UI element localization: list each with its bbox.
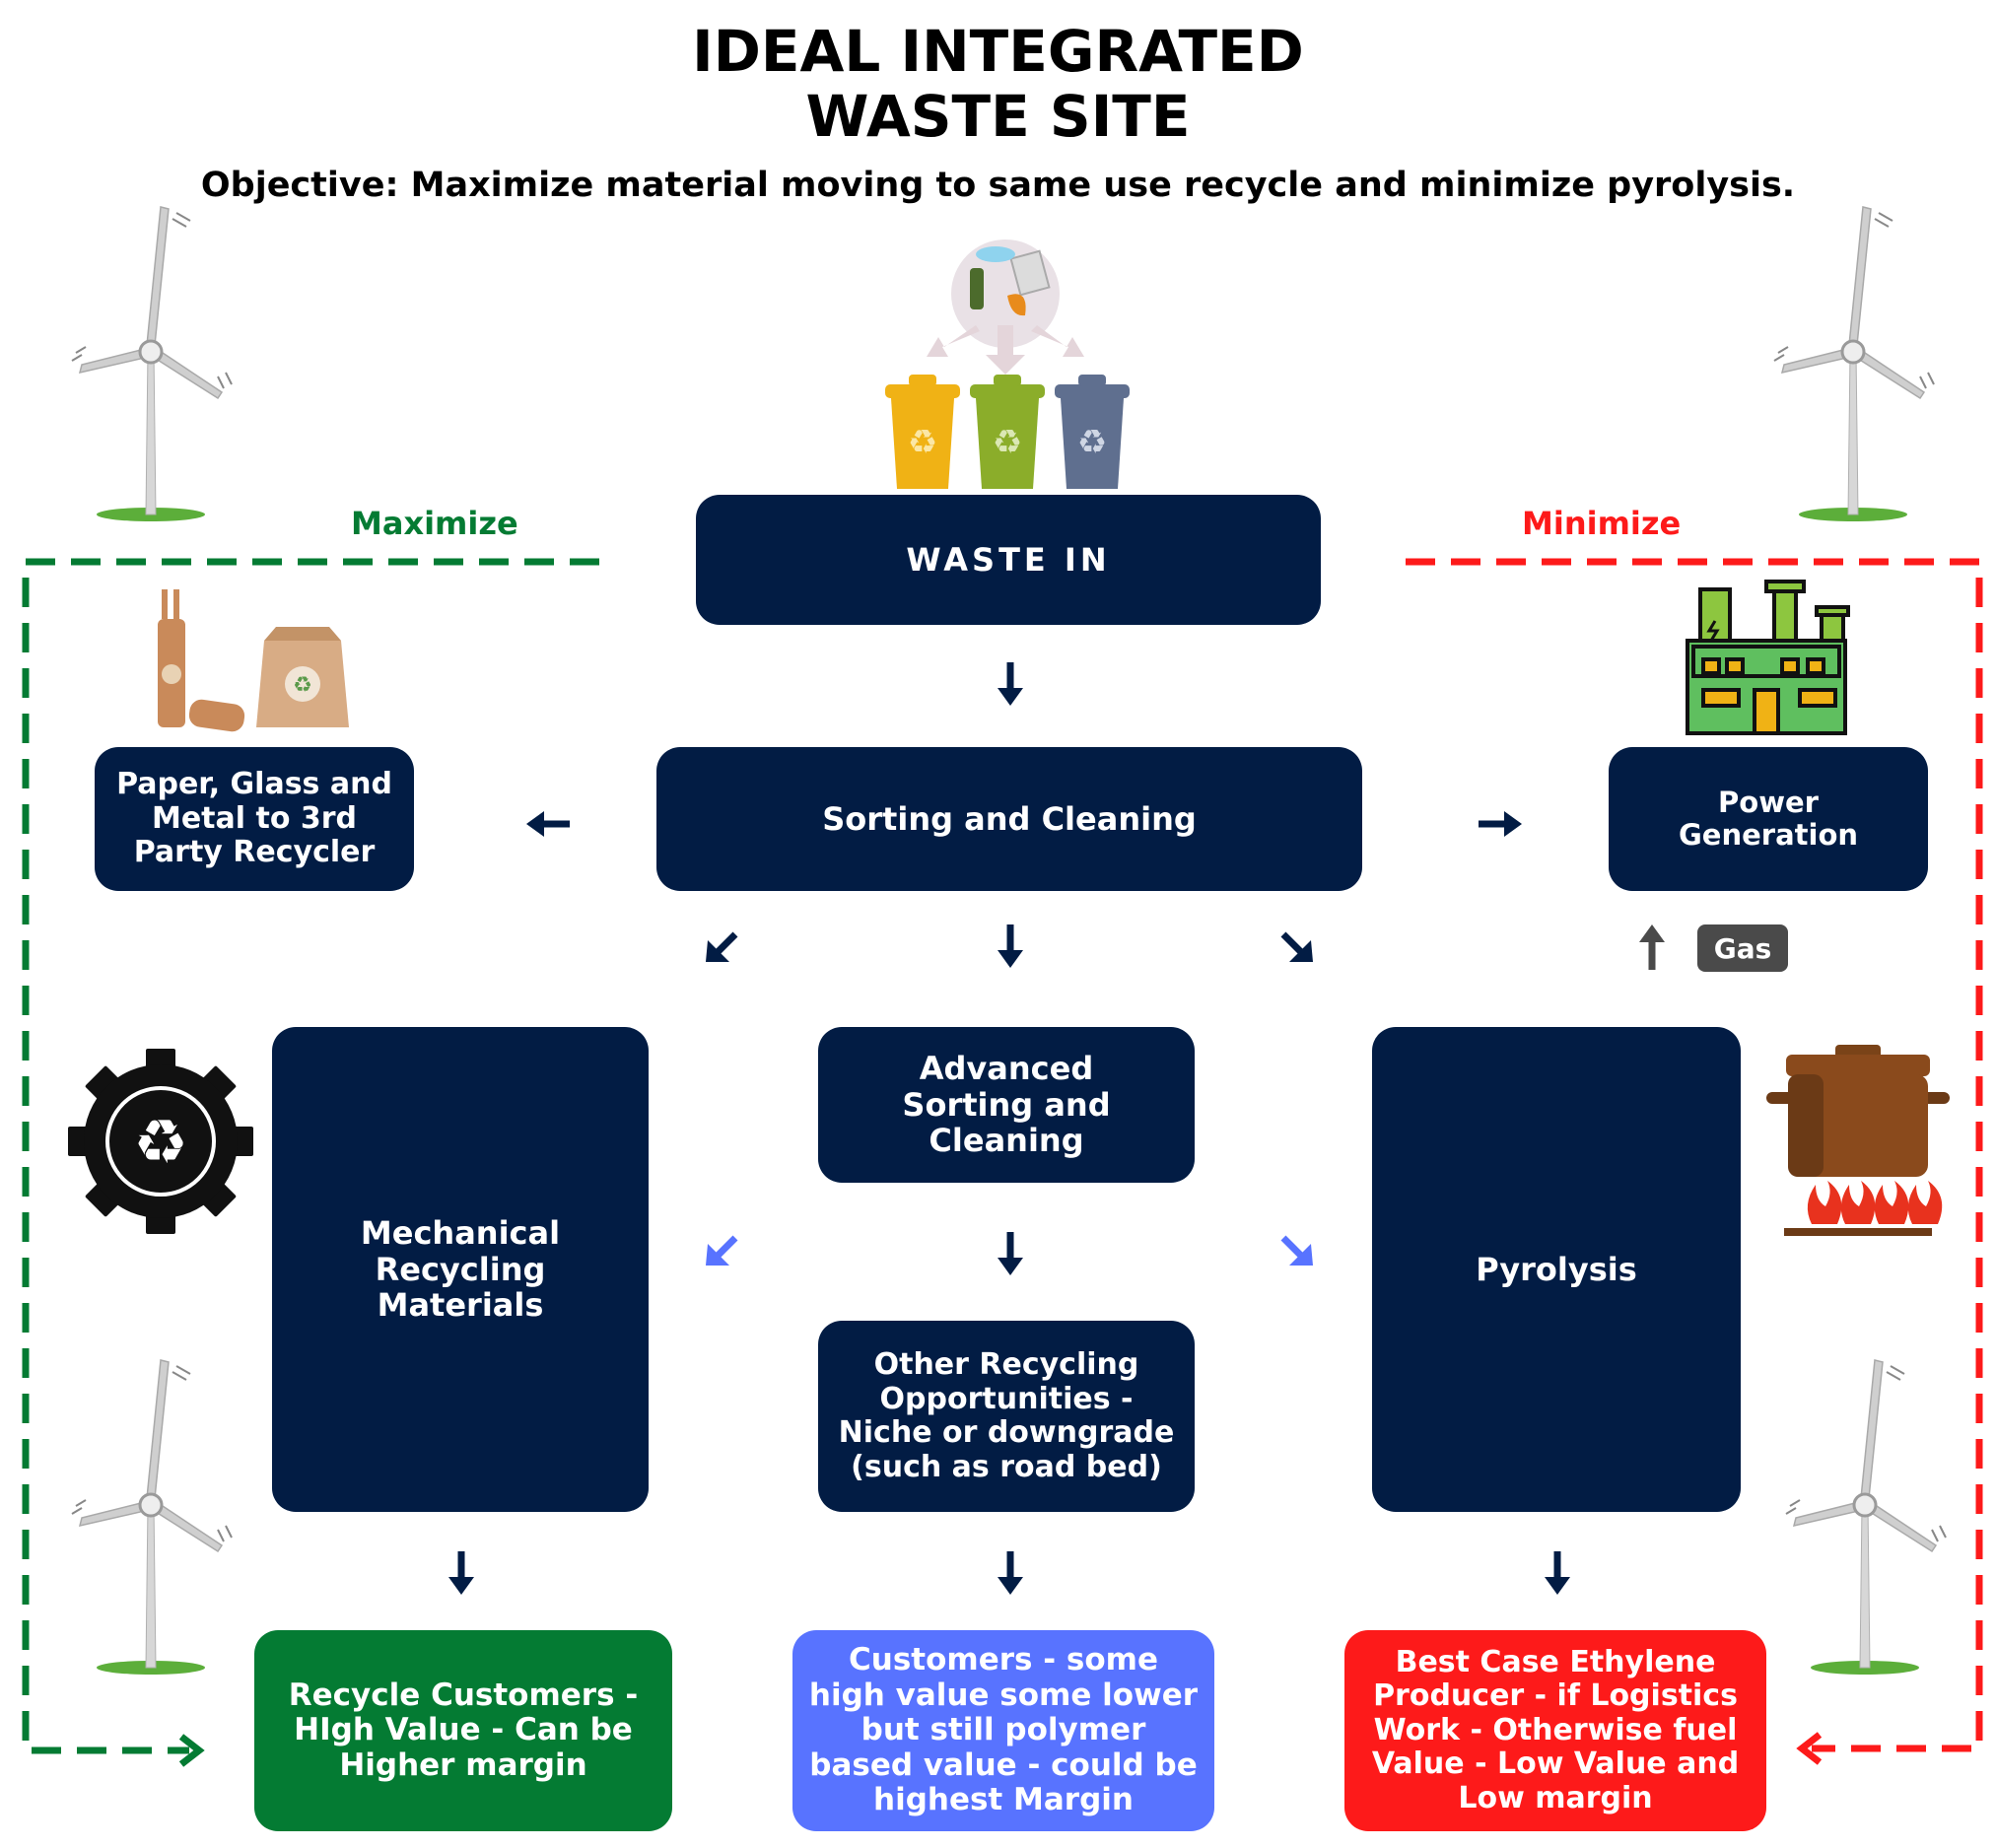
recycle-gear-icon: ♻ [68, 1049, 253, 1234]
customers-box: Customers - some high value some lower b… [792, 1630, 1214, 1831]
svg-text:♻: ♻ [1077, 423, 1107, 462]
third-party-recycler-box: Paper, Glass and Metal to 3rd Party Recy… [95, 747, 414, 891]
svg-text:♻: ♻ [993, 423, 1022, 462]
cooking-pot-icon [1766, 1045, 1950, 1236]
pyrolysis-text: Pyrolysis [1476, 1250, 1637, 1288]
other-recycling-text: Other Recycling Opportunities - Niche or… [838, 1347, 1175, 1484]
svg-text:♻: ♻ [908, 423, 937, 462]
recycle-customers-text: Recycle Customers - HIgh Value - Can be … [288, 1677, 639, 1783]
arrow-sorting-to-advanced [998, 924, 1023, 968]
customers-text: Customers - some high value some lower b… [808, 1641, 1199, 1818]
ethylene-producer-box: Best Case Ethylene Producer - if Logisti… [1344, 1630, 1766, 1831]
maximize-arrowhead [178, 1734, 205, 1767]
ethylene-producer-text: Best Case Ethylene Producer - if Logisti… [1371, 1644, 1740, 1815]
arrow-gas-to-power [1639, 924, 1665, 970]
recycle-customers-box: Recycle Customers - HIgh Value - Can be … [254, 1630, 672, 1831]
maximize-loop [22, 558, 599, 1754]
wind-turbine-icon [1784, 1358, 1948, 1677]
arrow-sorting-to-pyrolysis [1280, 931, 1313, 962]
waste-pile-icon [927, 240, 1084, 375]
arrow-other-to-customers [998, 1551, 1023, 1595]
advanced-sorting-text: Advanced Sorting and Cleaning [902, 1049, 1111, 1160]
sorting-and-cleaning-text: Sorting and Cleaning [822, 799, 1197, 838]
wind-turbine-icon [70, 205, 234, 523]
third-party-recycler-text: Paper, Glass and Metal to 3rd Party Recy… [116, 767, 392, 870]
minimize-loop [1406, 558, 1983, 1752]
arrow-sorting-to-mechanical [706, 931, 738, 962]
arrow-waste-to-sorting [998, 662, 1023, 706]
svg-text:♻: ♻ [133, 1106, 188, 1178]
arrow-advanced-to-mechanical [706, 1235, 738, 1266]
waste-bins-icon: ♻ ♻ ♻ [885, 375, 1130, 489]
arrow-mechanical-to-customers [448, 1551, 474, 1595]
other-recycling-box: Other Recycling Opportunities - Niche or… [818, 1321, 1195, 1512]
power-generation-text: Power Generation [1678, 785, 1859, 852]
title-line-2: WASTE SITE [805, 83, 1191, 150]
advanced-sorting-box: Advanced Sorting and Cleaning [818, 1027, 1195, 1183]
minimize-arrowhead [1796, 1732, 1823, 1765]
arrow-advanced-to-other [998, 1232, 1023, 1275]
maximize-label: Maximize [351, 505, 518, 542]
arrow-sorting-to-paper [526, 811, 570, 837]
arrow-sorting-to-power [1479, 811, 1522, 837]
sorting-and-cleaning-box: Sorting and Cleaning [656, 747, 1362, 891]
power-generation-box: Power Generation [1609, 747, 1928, 891]
arrow-pyrolysis-to-ethylene [1545, 1551, 1570, 1595]
paper-bag-icon: ♻ [158, 589, 349, 732]
minimize-label: Minimize [1522, 505, 1682, 542]
title-line-1: IDEAL INTEGRATED [692, 18, 1304, 85]
factory-icon [1686, 580, 1850, 735]
pyrolysis-box: Pyrolysis [1372, 1027, 1741, 1512]
mechanical-recycling-text: Mechanical Recycling Materials [360, 1213, 561, 1325]
wind-turbine-icon [1772, 205, 1936, 523]
waste-in-box: WASTE IN [696, 495, 1321, 625]
mechanical-recycling-box: Mechanical Recycling Materials [272, 1027, 649, 1512]
svg-text:♻: ♻ [293, 673, 312, 698]
objective-text: Objective: Maximize material moving to s… [200, 166, 1796, 205]
waste-in-text: WASTE IN [906, 540, 1111, 579]
arrow-advanced-to-pyrolysis [1280, 1235, 1313, 1266]
gas-label: Gas [1697, 924, 1788, 972]
wind-turbine-icon [70, 1358, 234, 1677]
